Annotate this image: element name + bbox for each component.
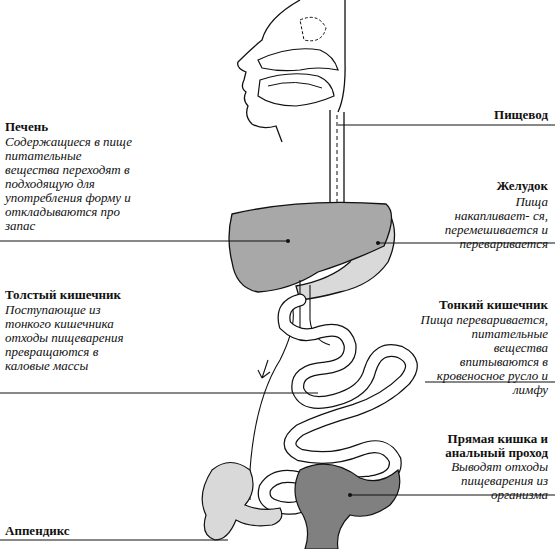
- leader-lines: [0, 125, 555, 540]
- organ-name: Печень: [5, 120, 155, 134]
- leader-line: [0, 540, 228, 541]
- leader-dot: [376, 241, 380, 245]
- organ-name: Желудок: [398, 179, 548, 193]
- organ-name: Пищевод: [398, 108, 548, 122]
- liver: [229, 202, 392, 292]
- nasal-cavity: [258, 49, 338, 71]
- organ-name: Толстый кишечник: [5, 288, 155, 302]
- organ-name: Тонкий кишечник: [398, 298, 548, 312]
- organ-description: Поступающие из тонкого кишечника отходы …: [5, 303, 130, 373]
- appendix: [202, 463, 282, 541]
- leader-dots: [286, 239, 380, 497]
- pharynx-wall: [338, 0, 345, 112]
- oral-cavity: [258, 74, 334, 106]
- rectum: [295, 464, 400, 549]
- leader-line: [0, 393, 318, 394]
- leader-dot: [286, 239, 290, 243]
- flow-arrow: [258, 360, 270, 378]
- leader-dot: [348, 493, 352, 497]
- organ-name: Прямая кишка и анальный проход: [408, 432, 548, 460]
- organ-name: Аппендикс: [5, 524, 155, 538]
- leader-line: [338, 125, 555, 126]
- organ-description: Выводят отходы пищеварения из организма: [428, 460, 548, 502]
- organ-description: Пища переваривается, питательные веществ…: [418, 313, 548, 397]
- sinus: [300, 17, 326, 40]
- organ-description: Пища накапливает- ся, перемешивается и п…: [438, 195, 548, 251]
- tongue: [268, 82, 322, 88]
- organ-description: Содержащиеся в пище питательные вещества…: [5, 135, 133, 233]
- leader-line: [0, 241, 288, 242]
